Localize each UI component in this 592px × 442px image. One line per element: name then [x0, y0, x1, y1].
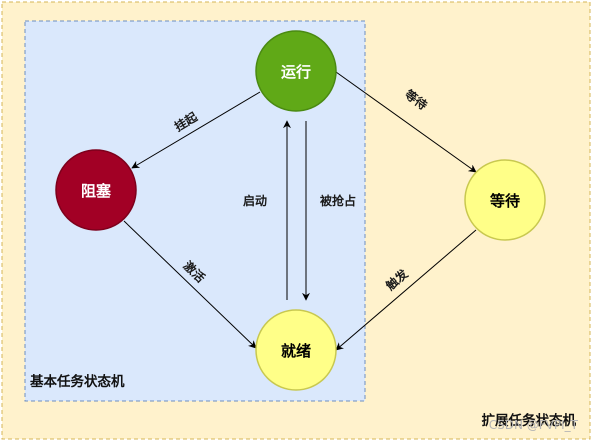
state-ready: 就绪 [255, 309, 337, 391]
state-blocked: 阻塞 [55, 149, 137, 231]
edge-wait [335, 71, 477, 173]
state-ready-label: 就绪 [281, 342, 311, 360]
edge-suspend [131, 91, 261, 169]
state-running: 运行 [255, 30, 337, 112]
watermark-text: CSDN @FVPI_T [489, 418, 579, 432]
state-waiting-label: 等待 [490, 192, 520, 210]
extended-region-label: 扩展任务状态机 [482, 412, 577, 429]
basic-region-label: 基本任务状态机 [30, 373, 125, 390]
edge-trigger [335, 229, 477, 351]
state-blocked-label: 阻塞 [81, 182, 112, 200]
edge-label-preempt: 被抢占 [320, 193, 356, 208]
edge-label-start: 启动 [243, 193, 267, 208]
state-waiting: 等待 [464, 159, 546, 241]
state-running-label: 运行 [281, 63, 311, 81]
edge-activate [123, 220, 257, 349]
